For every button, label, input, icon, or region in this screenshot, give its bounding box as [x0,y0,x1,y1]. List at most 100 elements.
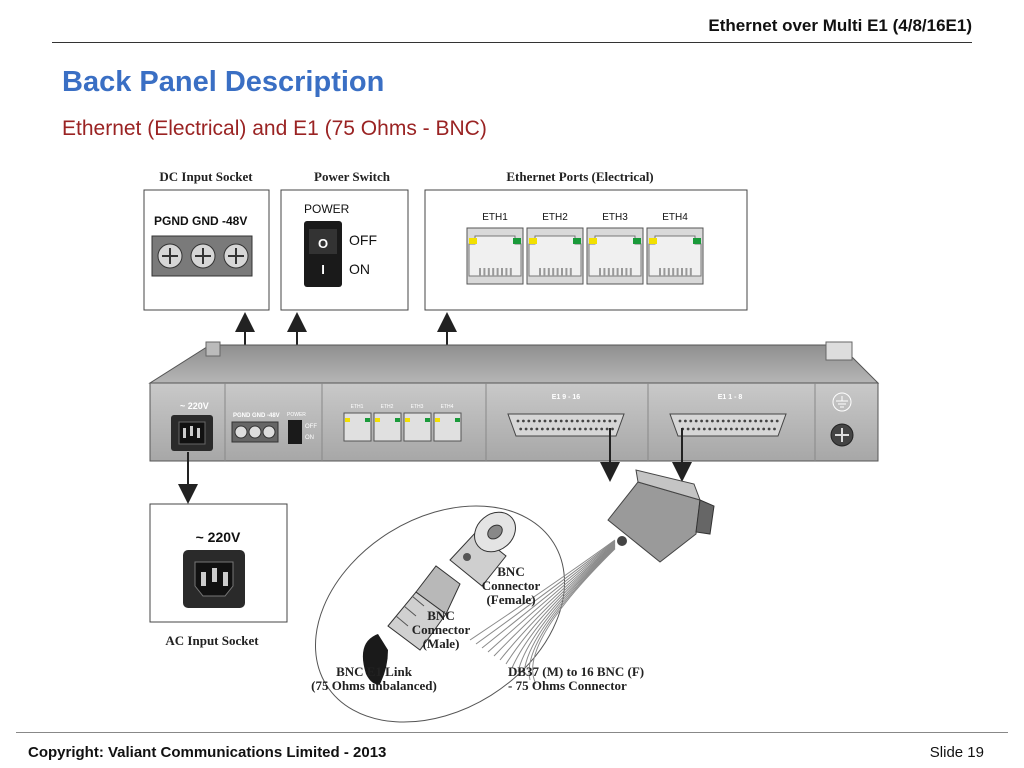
ground-symbol-icon [832,392,852,412]
db-pin [716,419,720,423]
db-pin [551,427,555,431]
ethernet-heading: Ethernet Ports (Electrical) [506,169,653,184]
db-pin [559,419,563,423]
switch-on-label: ON [349,261,370,277]
db-pin [773,427,776,431]
db-pin [770,419,774,423]
dc-input-heading: DC Input Socket [159,169,253,184]
db-pin [603,419,606,423]
db-pin [519,427,523,431]
ac-socket-large-icon [183,550,245,608]
db-pin [592,419,595,423]
power-label: POWER [304,202,350,216]
db-pin [576,419,579,423]
db-pin [700,419,703,423]
bnc-cable-jacket-icon [362,634,388,685]
mini-rj45-port-icon: ETH2 [373,404,402,442]
db-pin [562,427,566,431]
db-pin [775,419,779,423]
footer-slide-number: Slide 19 [929,744,984,761]
db-pin [713,427,717,431]
svg-text:OFF: OFF [305,424,317,430]
db-pin [724,427,728,431]
terminal-screw-icon [190,243,216,269]
dc-terminal-block [151,235,253,277]
db-pin [735,427,739,431]
rocker-switch-icon: O I [304,221,342,287]
bnc-link-label: BNC E1 Link(75 Ohms unbalanced) [311,664,437,693]
bnc-cable-illustration [314,469,715,723]
db-pin [765,419,768,423]
header-rule [52,42,972,43]
db-pin [767,427,771,431]
db-pin [759,419,763,423]
ac-input-caption: AC Input Socket [165,633,259,648]
svg-text:ON: ON [305,435,314,441]
db-pin [532,419,536,423]
db-pin [705,419,709,423]
coax-wire [481,541,616,649]
db-pin [694,419,698,423]
db-pin [543,419,547,423]
coax-wire [499,543,616,661]
device-ac-label: ~ 220V [180,401,209,411]
bnc-male-connector-icon [387,565,461,651]
db-pin [530,427,533,431]
coax-wire [469,539,616,641]
db-pin [740,427,744,431]
db-pin [689,419,693,423]
db-pin [697,427,701,431]
bnc-female-connector-icon [449,511,516,587]
db-pin [589,427,593,431]
db-pin [597,419,601,423]
db-pin [594,427,598,431]
ground-screw-icon [830,423,854,447]
coax-wire [528,547,616,681]
eth-port-label: ETH4 [662,212,688,223]
db-pin [578,427,582,431]
db-pin [708,427,712,431]
db-pin [754,419,757,423]
db-pin [611,427,614,431]
db-pin [746,427,749,431]
e1-high-label: E1 9 - 16 [552,394,581,401]
db-pin [613,419,617,423]
db-pin [678,419,682,423]
footer-copyright: Copyright: Valiant Communications Limite… [28,744,387,761]
db-pin [684,419,687,423]
db-pin [608,419,612,423]
svg-text:O: O [318,236,328,251]
svg-text:ETH4: ETH4 [441,404,454,410]
db-pin [573,427,577,431]
mini-terminal-block-icon [231,421,279,443]
slide-title: Back Panel Description [62,66,385,98]
terminal-screw-icon [223,243,249,269]
eth-port-label: ETH1 [482,212,508,223]
db-pin [527,419,531,423]
db-pin [727,419,730,423]
db-pin [554,419,558,423]
db-pin [549,419,552,423]
db37-port-high-icon [507,413,625,437]
mini-rj45-port-icon: ETH1 [343,404,372,442]
svg-text:ETH3: ETH3 [411,404,424,410]
rj45-port-icon: ETH3 [586,212,644,285]
power-switch-box [280,189,409,311]
mini-switch-icon [288,420,302,444]
db-pin [584,427,587,431]
db-pin [567,427,571,431]
db-pin [721,419,725,423]
db-pin [711,419,714,423]
db-pin [524,427,528,431]
db-pin [581,419,585,423]
coax-wire [517,546,616,673]
rj45-port-icon: ETH4 [646,212,704,285]
coax-wire [532,548,616,685]
db-pin [719,427,722,431]
db-pin [686,427,690,431]
db-pin [557,427,560,431]
